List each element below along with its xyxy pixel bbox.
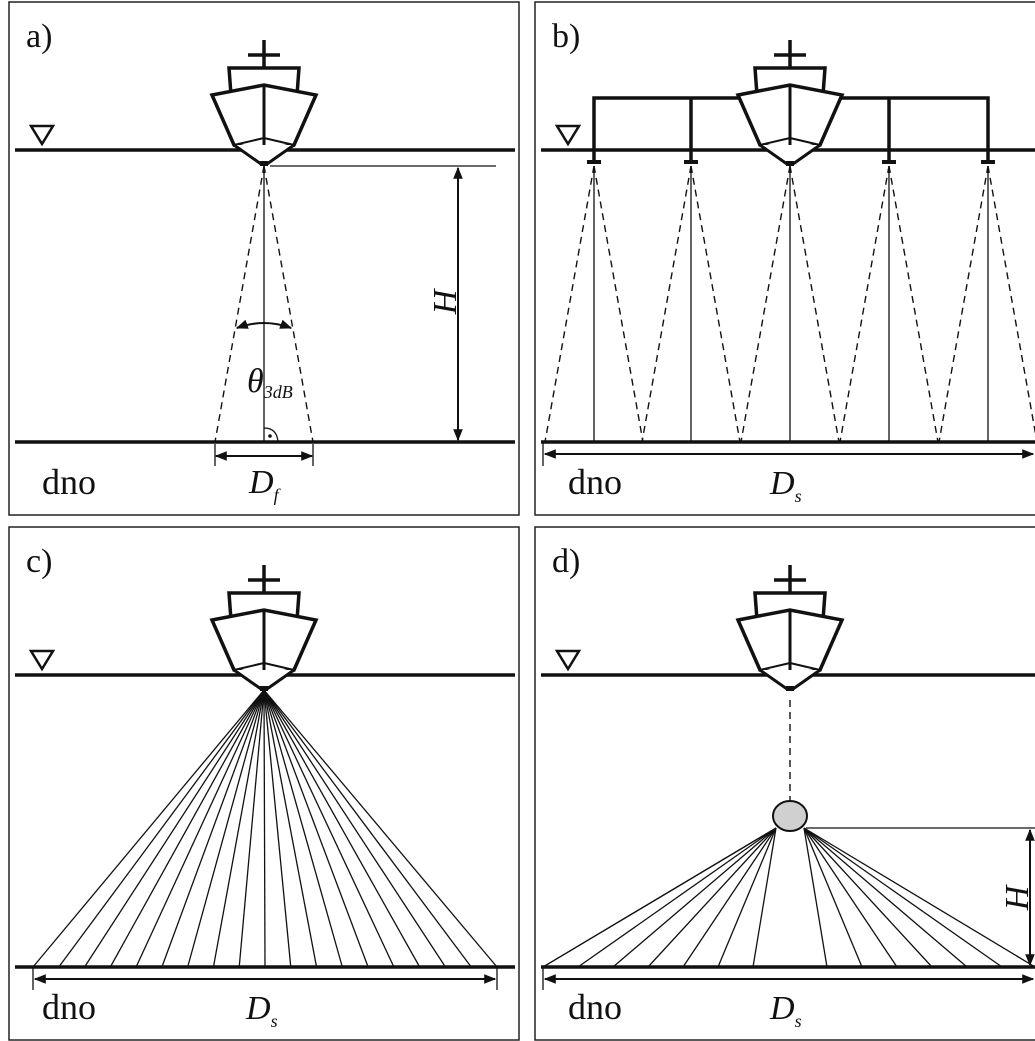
panel-frame: [8, 526, 520, 1041]
beam-edge: [544, 165, 595, 443]
beam-edge: [888, 165, 939, 443]
panel-c: c) Ds dno: [8, 526, 520, 1041]
beam-line: [542, 827, 777, 968]
angle-symbol: θ3dB: [247, 363, 293, 402]
beam-line: [263, 689, 395, 968]
beam-edge: [839, 165, 890, 443]
beam-line: [58, 689, 265, 968]
beam-line: [263, 689, 343, 968]
beam-line: [263, 689, 266, 968]
beam-line: [161, 689, 265, 968]
beam-line: [803, 827, 828, 968]
beam-line: [803, 827, 898, 968]
beam-line: [682, 827, 777, 968]
beam-line: [263, 689, 498, 968]
panel-label: b): [552, 18, 580, 55]
panel-label: d): [552, 543, 580, 580]
towfish-icon: [772, 800, 808, 832]
panel-b: b) Ds dno: [534, 1, 1035, 516]
beam-line: [717, 827, 777, 968]
beam-line: [109, 689, 265, 968]
panel-frame: [534, 1, 1035, 516]
seabed-label: dno: [42, 462, 96, 502]
beam-edge: [263, 165, 314, 443]
beam-edge: [740, 165, 791, 443]
beam-line: [32, 689, 265, 968]
panel-frame: [8, 1, 520, 516]
beam-line: [84, 689, 265, 968]
beam-line: [238, 689, 265, 968]
panel-d: d) H Ds dno: [534, 526, 1035, 1041]
beam-edge: [938, 165, 989, 443]
beam-line: [135, 689, 265, 968]
multibeam-fan: [32, 689, 498, 968]
swath-symbol: Ds: [245, 990, 278, 1031]
depth-symbol: H: [427, 287, 464, 315]
panel-label: a): [26, 18, 52, 55]
beam-line: [803, 827, 1035, 968]
seabed-label: dno: [568, 462, 622, 502]
beam-line: [212, 689, 265, 968]
seabed-label: dno: [568, 987, 622, 1027]
height-symbol: H: [999, 883, 1035, 911]
beam-line: [803, 827, 1003, 968]
beam-line: [803, 827, 863, 968]
seabed-label: dno: [42, 987, 96, 1027]
beam-line: [612, 827, 777, 968]
right-angle-mark: [263, 427, 279, 443]
footprint-symbol: Df: [248, 464, 282, 505]
beam-line: [263, 689, 318, 968]
towfish-beam-fan: [542, 827, 1035, 968]
beam-line: [803, 827, 968, 968]
beam-fans: [544, 165, 1035, 443]
beam-edge: [690, 165, 741, 443]
beam-line: [263, 689, 472, 968]
beam-edge: [987, 165, 1035, 435]
panel-label: c): [26, 543, 52, 580]
beam-edge: [593, 165, 644, 443]
beam-line: [263, 689, 446, 968]
beam-line: [263, 689, 421, 968]
beam-line: [577, 827, 777, 968]
beam-line: [187, 689, 265, 968]
beam-line: [263, 689, 292, 968]
beam-line: [803, 827, 933, 968]
beam-edge: [789, 165, 840, 443]
beam-line: [263, 689, 369, 968]
beam-edge: [214, 165, 265, 443]
panel-a: a) H θ3dB Df dno: [8, 1, 520, 516]
panel-frame: [534, 526, 1035, 1041]
beam-line: [647, 827, 777, 968]
beam-line: [752, 827, 777, 968]
swath-symbol: Ds: [769, 465, 802, 506]
swath-symbol: Ds: [769, 990, 802, 1031]
beam-angle-arrow: [235, 319, 293, 329]
beam-edge: [641, 165, 692, 443]
